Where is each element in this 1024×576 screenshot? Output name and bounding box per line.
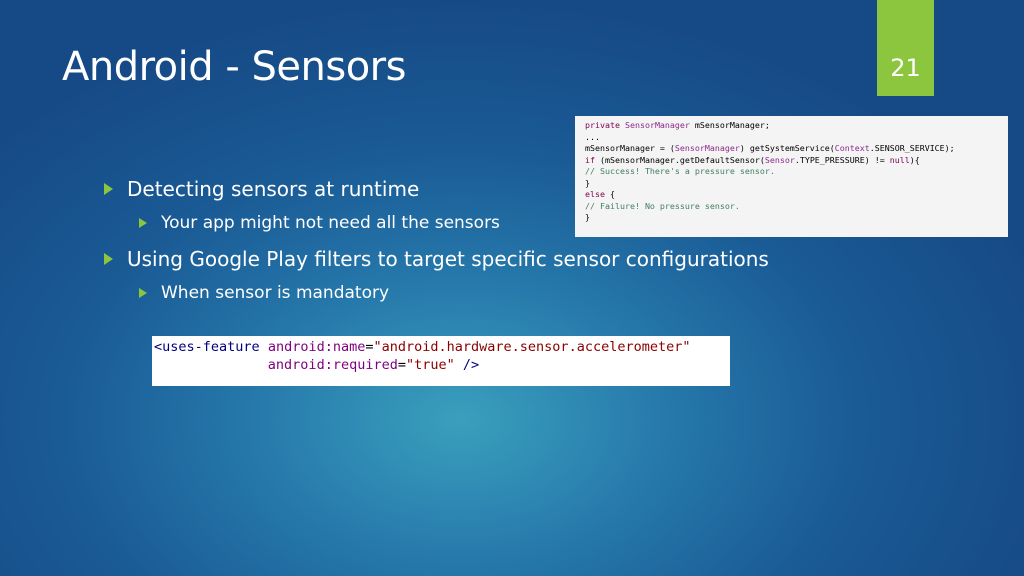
slide-title: Android - Sensors	[62, 44, 406, 90]
bullet-arrow-icon	[104, 253, 113, 265]
bullet-arrow-icon	[139, 218, 147, 228]
bullet-google-play-filters: Using Google Play filters to target spec…	[104, 247, 769, 271]
page-number: 21	[890, 54, 921, 82]
bullet-text: When sensor is mandatory	[161, 283, 390, 303]
bullet-arrow-icon	[104, 183, 113, 195]
bullet-text: Detecting sensors at runtime	[127, 177, 420, 201]
sub-bullet-sensor-mandatory: When sensor is mandatory	[139, 283, 389, 303]
sub-bullet-not-all-sensors: Your app might not need all the sensors	[139, 213, 500, 233]
bullet-detecting-sensors: Detecting sensors at runtime	[104, 177, 419, 201]
bullet-arrow-icon	[139, 288, 147, 298]
page-number-tab: 21	[877, 0, 934, 96]
bullet-text: Using Google Play filters to target spec…	[127, 247, 769, 271]
manifest-code-snippet: <uses-feature android:name="android.hard…	[152, 336, 730, 386]
java-code-snippet: private SensorManager mSensorManager; ..…	[575, 116, 1008, 237]
bullet-text: Your app might not need all the sensors	[161, 213, 500, 233]
